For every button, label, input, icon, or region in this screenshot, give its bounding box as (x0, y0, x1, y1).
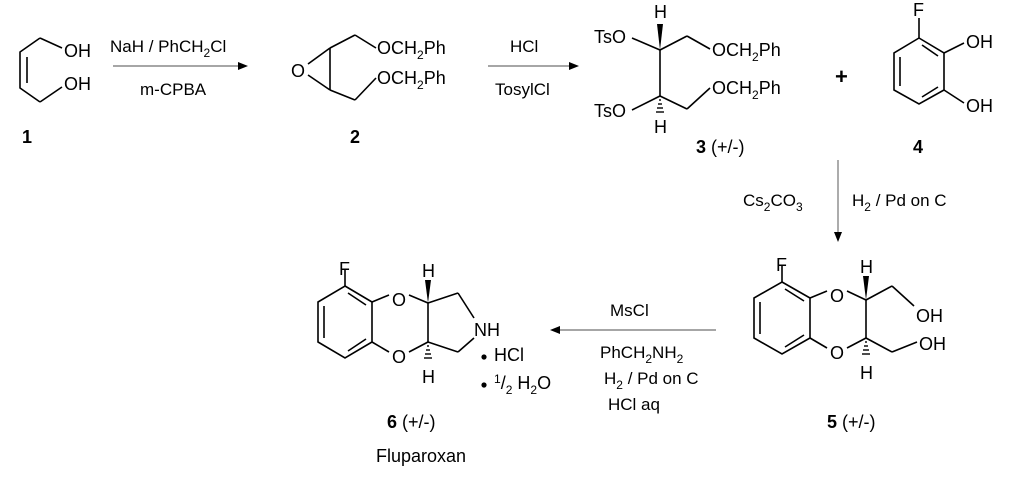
compound-6-number: 6 (387, 412, 397, 432)
compound-5-oh-bottom: OH (919, 334, 946, 354)
compound-1-oh-bottom: OH (64, 74, 91, 94)
plus-sign: + (835, 64, 848, 89)
compound-4-f: F (913, 0, 924, 20)
step-3-reagent-left: Cs2CO3 (743, 191, 803, 214)
compound-1: OH OH 1 (19, 37, 91, 147)
compound-6-o-top: O (392, 290, 406, 310)
compound-4-oh-top: OH (966, 32, 993, 52)
compound-6-f: F (339, 259, 350, 279)
step-1-reagent-above: NaH / PhCH2Cl (110, 37, 226, 60)
compound-3-stereo: (+/-) (711, 137, 745, 157)
compound-3-number: 3 (696, 137, 706, 157)
compound-2-number: 2 (350, 127, 360, 147)
step-3: Cs2CO3 H2 / Pd on C (743, 160, 947, 242)
compound-3-sub-bottom: OCH2Ph (712, 78, 781, 102)
compound-5-h-bottom: H (860, 363, 873, 383)
step-2-reagent-below: TosylCl (495, 80, 550, 99)
compound-6-stereo: (+/-) (402, 412, 436, 432)
step-4: MsCl PhCH2NH2 H2 / Pd on C HCl aq (550, 301, 716, 414)
step-1-reagent-below: m-CPBA (140, 80, 207, 99)
compound-6-nh: NH (474, 320, 500, 340)
compound-3: TsO TsO H H OCH2Ph OCH2Ph 3 (+/-) (594, 2, 781, 157)
compound-3-sub-top: OCH2Ph (712, 40, 781, 64)
compound-6-name: Fluparoxan (376, 446, 466, 466)
compound-5-number: 5 (827, 412, 837, 432)
step-2-reagent-above: HCl (510, 37, 538, 56)
compound-6-h-top: H (422, 261, 435, 281)
compound-5: F O O H H OH OH 5 (+/-) (753, 255, 946, 432)
compound-1-number: 1 (22, 127, 32, 147)
step-4-reagent-4: HCl aq (608, 395, 660, 414)
compound-2-epoxide-o: O (291, 61, 305, 81)
compound-6-h-bottom: H (422, 367, 435, 387)
compound-4-oh-bottom: OH (966, 96, 993, 116)
compound-5-h-top: H (860, 257, 873, 277)
step-3-reagent-right: H2 / Pd on C (852, 191, 947, 214)
compound-4: F OH OH 4 (893, 0, 993, 157)
step-4-reagent-2: PhCH2NH2 (600, 343, 684, 366)
compound-5-stereo: (+/-) (842, 412, 876, 432)
compound-3-ts-bottom: TsO (594, 101, 626, 121)
compound-2-sub-bottom: OCH2Ph (377, 68, 446, 92)
compound-6-hydrate: 1/2 H2O (494, 372, 551, 397)
compound-5-f: F (776, 255, 787, 275)
compound-3-h-bottom: H (654, 117, 667, 137)
step-4-reagent-1: MsCl (610, 301, 649, 320)
compound-1-oh-top: OH (64, 41, 91, 61)
compound-6-salt: HCl (494, 345, 524, 365)
step-4-reagent-3: H2 / Pd on C (604, 369, 699, 392)
step-2: HCl TosylCl (488, 37, 579, 99)
compound-2-sub-top: OCH2Ph (377, 38, 446, 62)
compound-5-o-top: O (830, 286, 844, 306)
compound-4-number: 4 (913, 137, 923, 157)
compound-5-oh-top: OH (916, 306, 943, 326)
compound-3-h-top: H (654, 2, 667, 22)
compound-6: F O O H H NH HCl 1/2 H2O 6 (+/-) Fluparo… (317, 259, 551, 466)
compound-5-o-bottom: O (830, 343, 844, 363)
step-1: NaH / PhCH2Cl m-CPBA (110, 37, 248, 99)
compound-3-ts-top: TsO (594, 27, 626, 47)
compound-2: O OCH2Ph OCH2Ph 2 (291, 34, 446, 147)
compound-6-o-bottom: O (392, 347, 406, 367)
